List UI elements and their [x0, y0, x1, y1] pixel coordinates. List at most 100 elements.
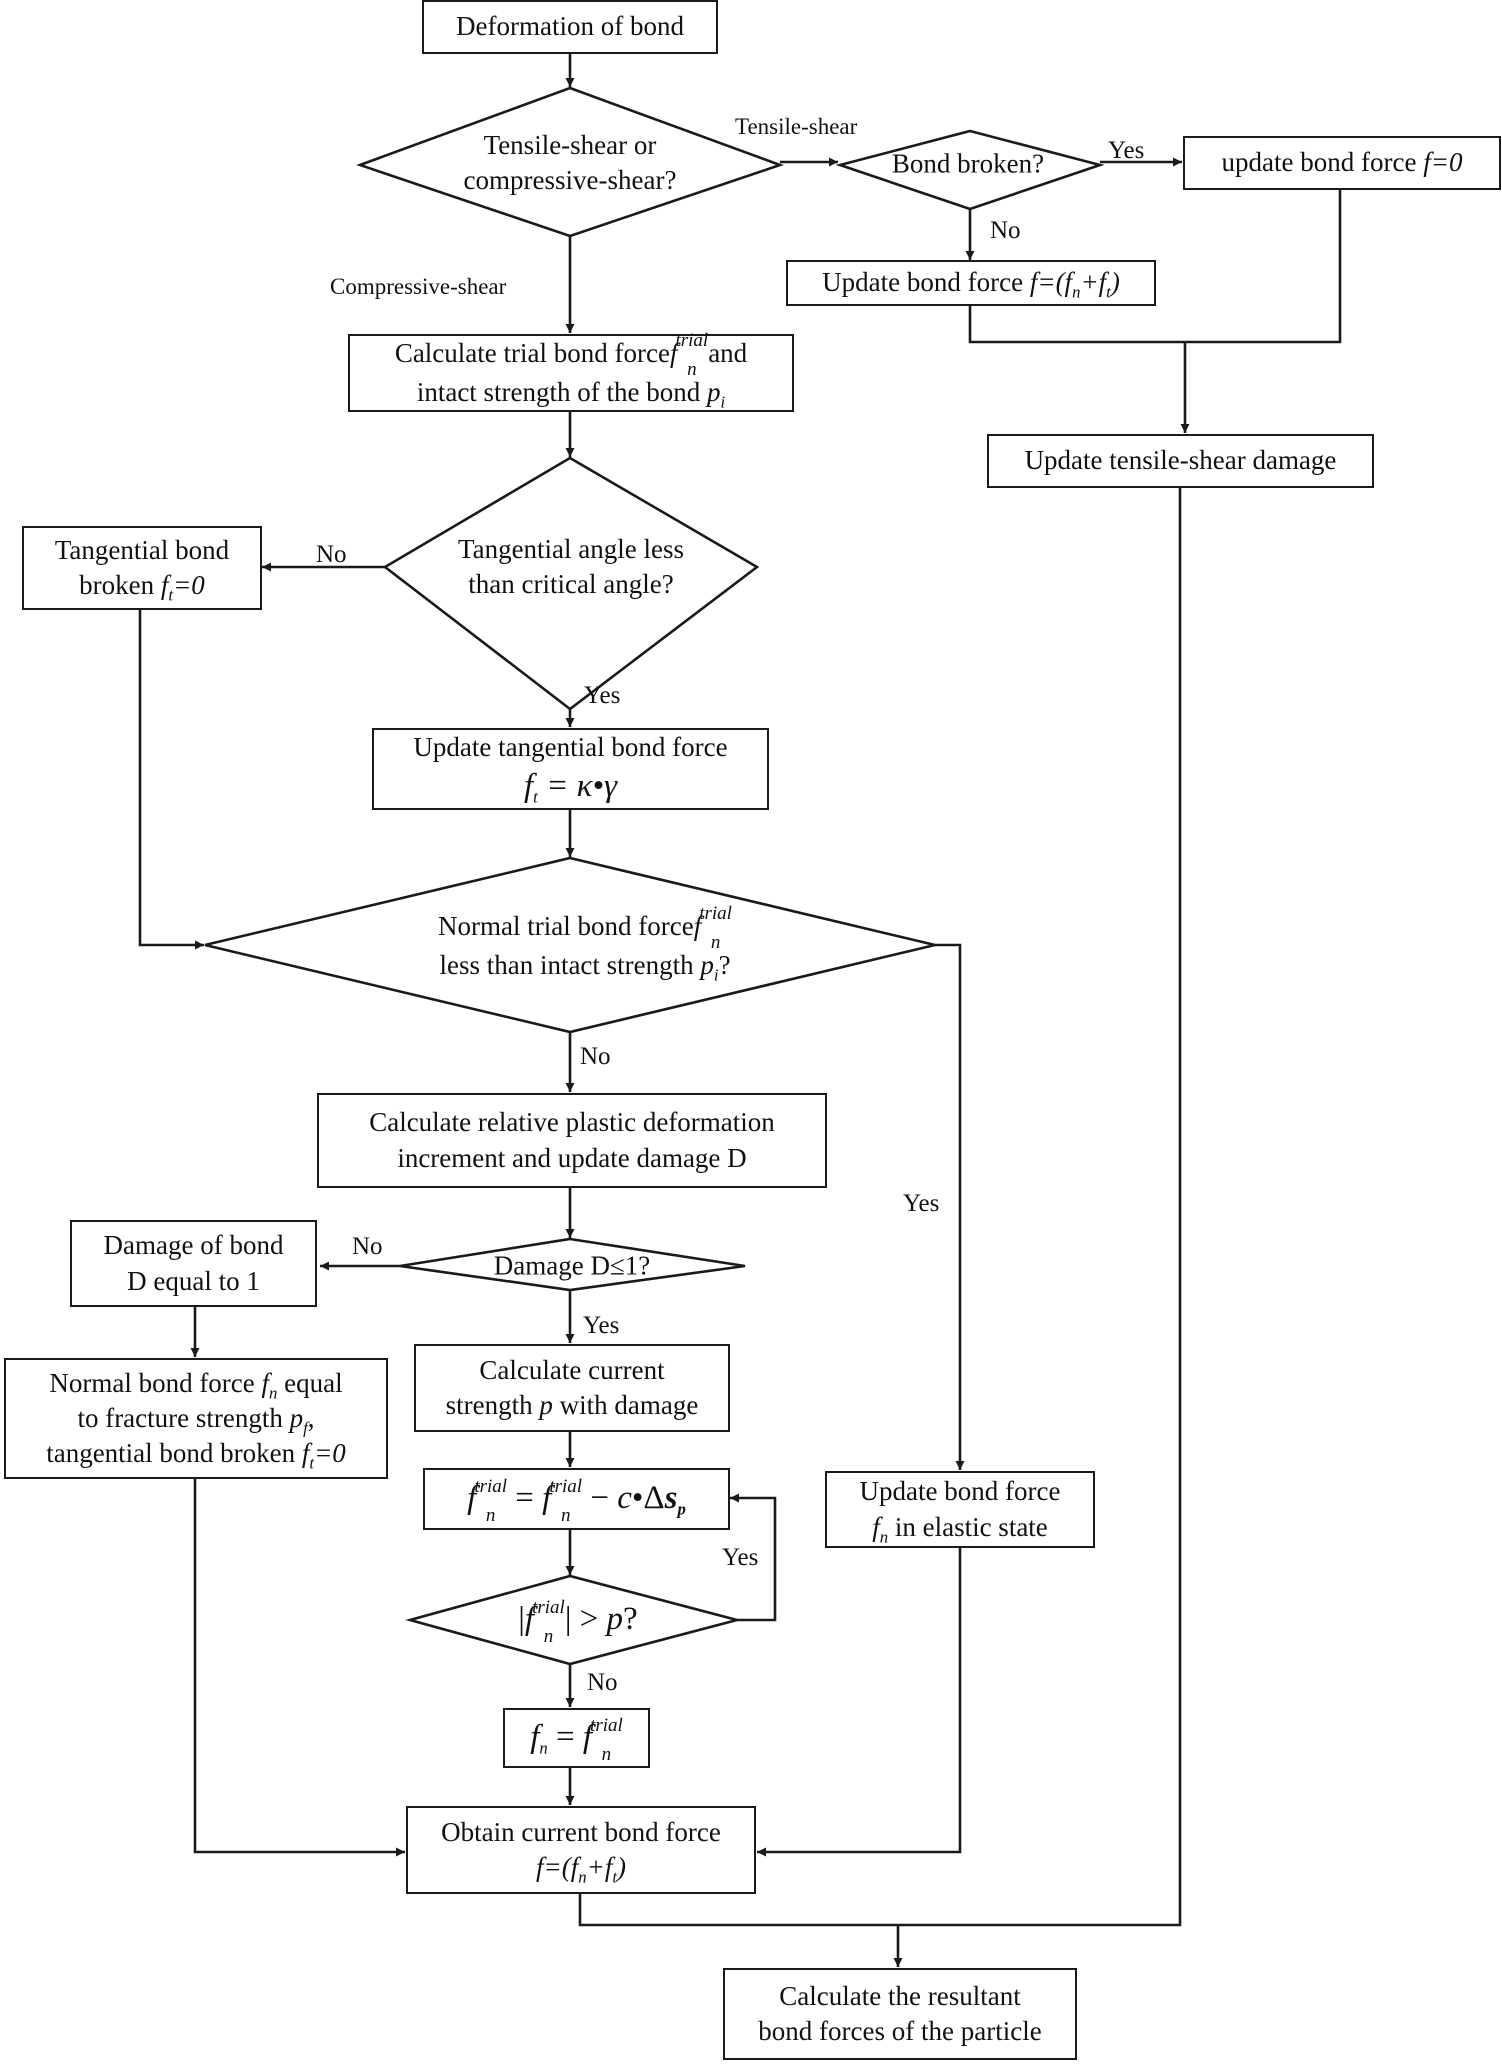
node-normal-fracture-l2b: p [289, 1402, 304, 1433]
decision-shear-type-line1: Tensile-shear or [483, 129, 657, 160]
decision-bond-broken-label: Bond broken? [891, 148, 1045, 179]
node-normal-fracture-l1a: Normal bond force [49, 1367, 262, 1398]
decision-bond-broken-text: Bond broken? [892, 146, 1044, 181]
edge-obtain-to-resultant [578, 487, 1182, 1967]
decision-normal-trial-line1: Normal trial bond force [438, 911, 694, 942]
edge-broken-to-normal [138, 609, 204, 950]
decision-abs-q: ? [623, 1601, 638, 1638]
node-update-tangential-line1: Update tangential bond force [413, 732, 728, 762]
node-trial-update-sup2: trial [549, 1475, 583, 1497]
node-calc-plastic-line2: increment and update damage D [397, 1142, 747, 1173]
label-tensile-shear: Tensile-shear [735, 114, 858, 139]
node-normal-fracture-l3a: tangential bond broken [46, 1438, 302, 1469]
node-update-elastic-line1: Update bond force [859, 1476, 1061, 1507]
node-damage-eq1-line1: Damage of bond [103, 1230, 284, 1261]
node-normal-fracture-l2c: f [303, 1418, 308, 1438]
label-loop-yes: Yes [722, 1544, 759, 1571]
node-calc-trial-line1: Calculate trial bond force [394, 338, 670, 369]
decision-normal-trial-i: i [713, 965, 719, 985]
node-fn-eq-eq: = [547, 1719, 583, 1756]
node-trial-update-dot: •Δ [631, 1480, 665, 1517]
node-fn-eq-n1: n [539, 1738, 548, 1758]
node-update-tangential: Update tangential bond force ft = κ•γ [372, 728, 769, 810]
decision-shear-type-line2: compressive-shear? [463, 165, 677, 195]
label-normal-no: No [580, 1043, 611, 1070]
node-trial-update-minus: − [582, 1480, 618, 1517]
node-trial-update-c: c [617, 1480, 632, 1517]
node-trial-update-p: p [677, 1499, 686, 1519]
node-calc-trial-i: i [720, 392, 726, 412]
node-tensile-damage-label: Update tensile-shear damage [1024, 445, 1337, 476]
node-update-ft: Update bond force f=(fn+ft) [786, 260, 1156, 306]
node-fn-eq-f2: f [582, 1719, 593, 1756]
edge-elastic-to-obtain [757, 1546, 962, 1857]
node-obtain-current-expr: f=(f [536, 1852, 579, 1882]
node-fn-eq-sup: trial [590, 1714, 623, 1736]
node-update-zero-expr: f=0 [1423, 147, 1463, 178]
edge-fracture-to-obtain [193, 1478, 405, 1857]
label-compressive-shear: Compressive-shear [330, 274, 507, 299]
node-calc-current-line2a: strength [445, 1390, 540, 1420]
node-calc-current-p: p [539, 1390, 553, 1420]
label-normal-yes: Yes [903, 1190, 940, 1217]
decision-normal-trial-line2: less than intact strength [439, 949, 701, 980]
node-trial-update-s: s [664, 1480, 678, 1517]
node-calc-trial-sup: trial [675, 329, 709, 351]
node-calc-plastic: Calculate relative plastic deformation i… [317, 1093, 827, 1188]
node-update-ft-n: n [1072, 282, 1081, 302]
decision-normal-trial-q: ? [718, 949, 731, 980]
edge-abs-yes-loop [730, 1493, 777, 1622]
node-update-elastic-fn: f [872, 1511, 880, 1542]
node-tangential-broken-f: f [160, 570, 169, 600]
node-update-ft-close: ) [1110, 267, 1120, 298]
node-tangential-broken: Tangential bond broken ft=0 [22, 526, 262, 610]
node-trial-update-f1: f [467, 1480, 477, 1517]
label-damage-no: No [352, 1233, 383, 1260]
decision-abs-p: p [606, 1601, 624, 1638]
decision-normal-trial-p: p [700, 949, 714, 980]
node-normal-fracture-l3b: f [301, 1438, 310, 1469]
node-tangential-broken-line2: broken [79, 570, 161, 600]
node-update-elastic-line2: in elastic state [888, 1511, 1048, 1542]
decision-damage-text: Damage D≤1? [494, 1248, 651, 1283]
node-tangential-broken-t: t [168, 585, 174, 605]
node-update-elastic-n: n [879, 1526, 889, 1546]
node-normal-fracture-l2d: , [307, 1402, 315, 1433]
label-bond-broken-yes: Yes [1108, 137, 1145, 164]
node-update-tangential-sub: t [533, 787, 538, 807]
node-trial-update-eq: = [507, 1480, 543, 1517]
decision-tangential-angle-line2: than critical angle? [468, 569, 674, 599]
node-normal-fracture-l1b: f [261, 1367, 270, 1398]
edge-normal-yes [935, 943, 965, 1470]
node-tensile-damage: Update tensile-shear damage [987, 434, 1374, 488]
node-deformation-label: Deformation of bond [456, 11, 684, 42]
node-calc-trial-line2: intact strength of the bond [416, 376, 708, 407]
node-normal-fracture-l1c: n [269, 1383, 278, 1403]
node-normal-fracture-l3d: =0 [314, 1438, 346, 1469]
node-calc-current-line1: Calculate current [479, 1354, 665, 1385]
node-resultant-line1: Calculate the resultant [779, 1980, 1021, 2011]
label-angle-no: No [316, 541, 347, 568]
node-tangential-broken-eq: =0 [173, 570, 205, 600]
node-update-ft-t: t [1106, 282, 1111, 302]
decision-abs-gt: > [571, 1601, 607, 1638]
node-resultant-line2: bond forces of the particle [758, 2016, 1042, 2046]
node-resultant: Calculate the resultant bond forces of t… [723, 1968, 1077, 2060]
node-trial-update-sub1: n [485, 1504, 496, 1526]
node-fn-eq-f1: f [530, 1719, 540, 1756]
label-angle-yes: Yes [584, 682, 621, 709]
node-damage-eq1: Damage of bond D equal to 1 [70, 1220, 317, 1307]
node-update-ft-text: Update bond force [822, 267, 1030, 298]
node-trial-update-f2: f [542, 1480, 552, 1517]
node-calc-current-line2b: with damage [552, 1390, 699, 1420]
decision-shear-type-text: Tensile-shear or compressive-shear? [464, 128, 677, 198]
node-update-ft-plus: +f [1080, 267, 1107, 298]
node-update-zero: update bond force f=0 [1183, 136, 1501, 190]
node-calc-current: Calculate current strength p with damage [414, 1344, 730, 1432]
decision-tangential-angle-line1: Tangential angle less [457, 533, 685, 564]
